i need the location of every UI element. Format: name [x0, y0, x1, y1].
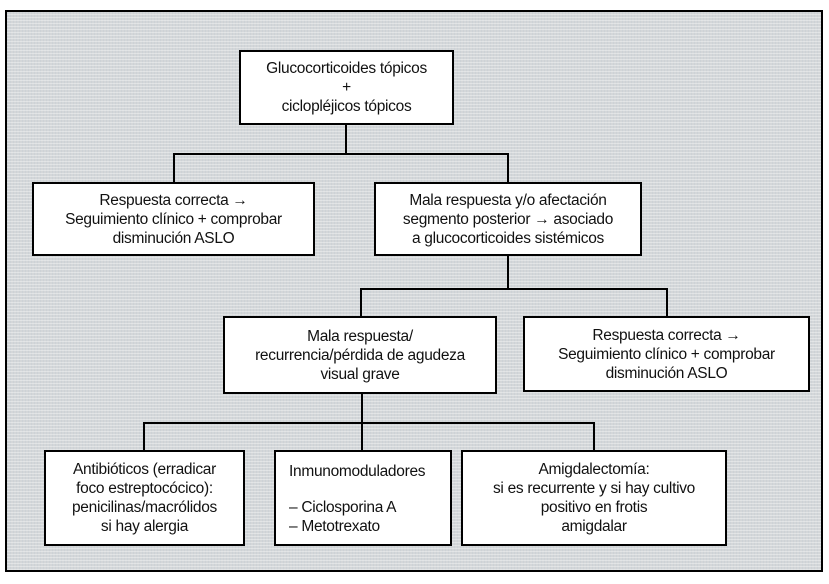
- node-respuesta-correcta-1: Respuesta correcta → Seguimiento clínico…: [32, 182, 315, 256]
- node-line: Respuesta correcta →: [99, 191, 248, 209]
- node-mala-respuesta-recurrencia: Mala respuesta/ recurrencia/pérdida de a…: [223, 316, 497, 394]
- node-line: Antibióticos (erradicar: [73, 461, 216, 478]
- node-line: recurrencia/pérdida de agudeza: [255, 346, 465, 364]
- node-line: Respuesta correcta →: [592, 326, 741, 344]
- node-line: disminución ASLO: [112, 229, 235, 247]
- connector-level2-horizontal: [360, 288, 668, 290]
- connector-drop-amigdalectomia: [593, 422, 595, 452]
- node-line: si es recurrente y si hay cultivo: [492, 480, 695, 497]
- node-amigdalectomia: Amigdalectomía: si es recurrente y si ha…: [461, 450, 727, 546]
- node-line: segmento posterior → asociado: [402, 210, 614, 228]
- node-line: si hay alergia: [100, 518, 189, 535]
- node-line: Mala respuesta y/o afectación: [409, 191, 607, 209]
- node-line: Seguimiento clínico + comprobar: [65, 210, 282, 228]
- connector-drop-antibioticos: [143, 422, 145, 452]
- node-line: Glucocorticoides tópicos: [266, 60, 427, 77]
- node-line: a glucocorticoides sistémicos: [411, 229, 605, 247]
- connector-drop-respuesta1: [173, 153, 175, 184]
- node-line: ciclopléjicos tópicos: [281, 98, 412, 115]
- node-line: Seguimiento clínico + comprobar: [558, 345, 775, 363]
- node-line: disminución ASLO: [605, 364, 728, 382]
- node-antibioticos: Antibióticos (erradicar foco estreptocóc…: [44, 450, 245, 546]
- node-line: Amigdalectomía:: [538, 461, 650, 478]
- node-line: penicilinas/macrólidos: [71, 499, 218, 516]
- connector-mala1-stem: [507, 254, 509, 290]
- node-line: amigdalar: [561, 518, 627, 535]
- connector-drop-mala1: [507, 153, 509, 184]
- node-line: positivo en frotis: [540, 499, 648, 516]
- node-inmunomoduladores: Inmunomoduladores – Ciclosporina A – Met…: [274, 450, 452, 546]
- node-respuesta-correcta-2: Respuesta correcta → Seguimiento clínico…: [523, 316, 810, 392]
- flowchart-panel: Glucocorticoides tópicos + ciclopléjicos…: [5, 10, 823, 572]
- node-line: Inmunomoduladores: [289, 463, 426, 480]
- node-glucocorticoides-topicos: Glucocorticoides tópicos + ciclopléjicos…: [239, 50, 454, 125]
- connector-drop-respuesta2: [666, 288, 668, 318]
- connector-drop-mala2: [360, 288, 362, 318]
- connector-top-stem: [345, 123, 347, 154]
- connector-mala2-stem: [361, 392, 363, 424]
- node-line: – Ciclosporina A: [289, 499, 397, 516]
- connector-level3-horizontal: [143, 422, 595, 424]
- connector-level1-horizontal: [173, 153, 509, 155]
- node-line: – Metotrexato: [289, 518, 380, 535]
- node-line: Mala respuesta/: [307, 327, 413, 345]
- node-line: +: [342, 79, 351, 96]
- connector-drop-inmunomoduladores: [361, 422, 363, 452]
- node-mala-respuesta-segmento-posterior: Mala respuesta y/o afectación segmento p…: [374, 182, 642, 256]
- node-line: foco estreptocócico):: [76, 480, 213, 497]
- node-line: visual grave: [320, 365, 400, 383]
